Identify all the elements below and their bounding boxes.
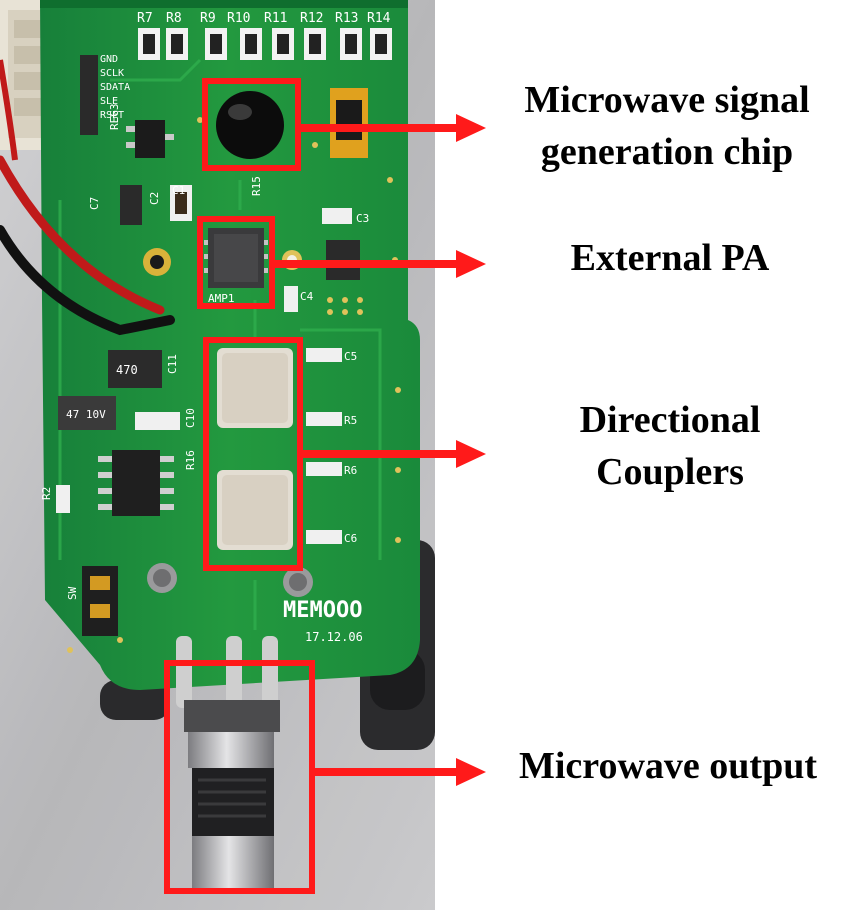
silk-pin-sclk: SCLK [100,68,124,79]
silk-r14: R14 [367,11,391,26]
silk-r16: R16 [184,450,197,470]
silk-c10: C10 [184,408,197,428]
silk-r10: R10 [227,11,250,26]
silk-amp1: AMP1 [208,292,235,305]
label-signal-chip: Microwave signal generation chip [500,74,834,178]
arrow-output [312,758,486,786]
silk-pin-sle: SLE [100,96,118,107]
silk-pin-gnd: GND [100,54,118,65]
label-couplers-line1: Directional [579,399,761,441]
silk-reg3: REG3 [108,104,121,131]
silk-r8: R8 [166,11,182,26]
silk-cap-value: 47 10V [66,408,106,421]
silk-c6: C6 [344,532,357,545]
label-signal-chip-line2: generation chip [540,131,794,173]
silk-r12: R12 [300,11,323,26]
silk-sw: SW [66,586,79,600]
output-box [164,660,315,894]
arrow-external-pa [272,250,486,278]
silk-pin-sdata: SDATA [100,82,130,93]
arrow-couplers [300,440,486,468]
silk-r2: R2 [40,487,53,500]
label-output-line1: Microwave output [519,745,817,787]
silk-r15: R15 [250,176,263,196]
label-external-pa: External PA [540,232,800,284]
silk-c1: C1 [172,184,185,197]
silk-c5: C5 [344,350,357,363]
silk-r6: R6 [344,464,357,477]
silk-c2: C2 [148,192,161,205]
label-couplers: Directional Couplers [540,394,800,498]
silk-pin-rset: RSET [100,110,124,121]
label-couplers-line2: Couplers [596,451,744,493]
silk-r7: R7 [137,11,153,26]
silk-inductor-value: 470 [116,363,138,377]
label-signal-chip-line1: Microwave signal [524,79,810,121]
label-external-pa-line1: External PA [570,237,770,279]
silk-c11: C11 [166,354,179,374]
label-output: Microwave output [496,740,840,792]
silk-r13: R13 [335,11,358,26]
silk-r9: R9 [200,11,216,26]
silk-c3: C3 [356,212,369,225]
silk-c4: C4 [300,290,314,303]
silk-date: 17.12.06 [305,630,363,644]
silk-brand: MEMOOO [283,598,362,623]
arrow-signal-chip [298,114,486,142]
silk-c7: C7 [88,197,101,210]
silk-r11: R11 [264,11,287,26]
silk-r5: R5 [344,414,357,427]
